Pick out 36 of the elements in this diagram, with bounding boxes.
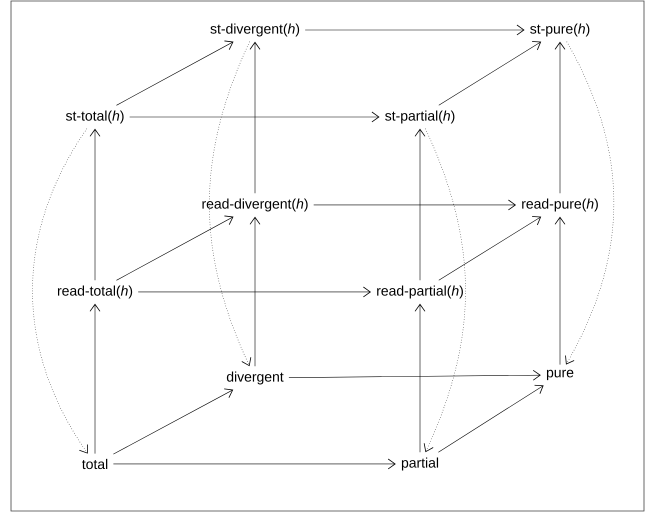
node-label: read-total(h) bbox=[58, 285, 132, 298]
arrow bbox=[90, 304, 100, 454]
node-label: st-partial(h) bbox=[385, 110, 454, 124]
arrow bbox=[565, 41, 614, 365]
arrow bbox=[554, 216, 566, 365]
node-label: read-partial(h) bbox=[377, 285, 463, 298]
arrow bbox=[116, 216, 234, 281]
arrow bbox=[414, 304, 426, 453]
arrow bbox=[129, 112, 380, 122]
arrow bbox=[554, 42, 566, 194]
arrow bbox=[288, 370, 541, 381]
node-label: st-divergent(h) bbox=[210, 23, 300, 36]
arrow bbox=[90, 128, 100, 281]
arrow bbox=[250, 42, 260, 194]
arrow bbox=[113, 458, 396, 470]
arrow bbox=[116, 40, 234, 106]
arrow bbox=[209, 41, 252, 366]
arrow bbox=[138, 286, 372, 298]
arrow bbox=[32, 128, 88, 454]
node-label: st-pure(h) bbox=[530, 23, 590, 36]
arrow bbox=[113, 388, 234, 454]
arrow bbox=[438, 41, 542, 106]
arrow bbox=[250, 216, 260, 367]
node-label: total bbox=[82, 458, 108, 470]
node-label: pure bbox=[546, 370, 574, 380]
node-label: partial bbox=[402, 457, 438, 470]
node-label: read-pure(h) bbox=[522, 198, 598, 212]
node-label: st-total(h) bbox=[66, 110, 124, 124]
arrow bbox=[414, 128, 426, 281]
node-label: read-divergent(h) bbox=[202, 198, 308, 212]
arrow bbox=[438, 216, 542, 281]
arrow bbox=[313, 200, 516, 210]
arrow bbox=[424, 128, 466, 452]
arrow bbox=[438, 384, 544, 453]
node-label: divergent bbox=[226, 371, 284, 384]
arrow bbox=[304, 24, 525, 36]
